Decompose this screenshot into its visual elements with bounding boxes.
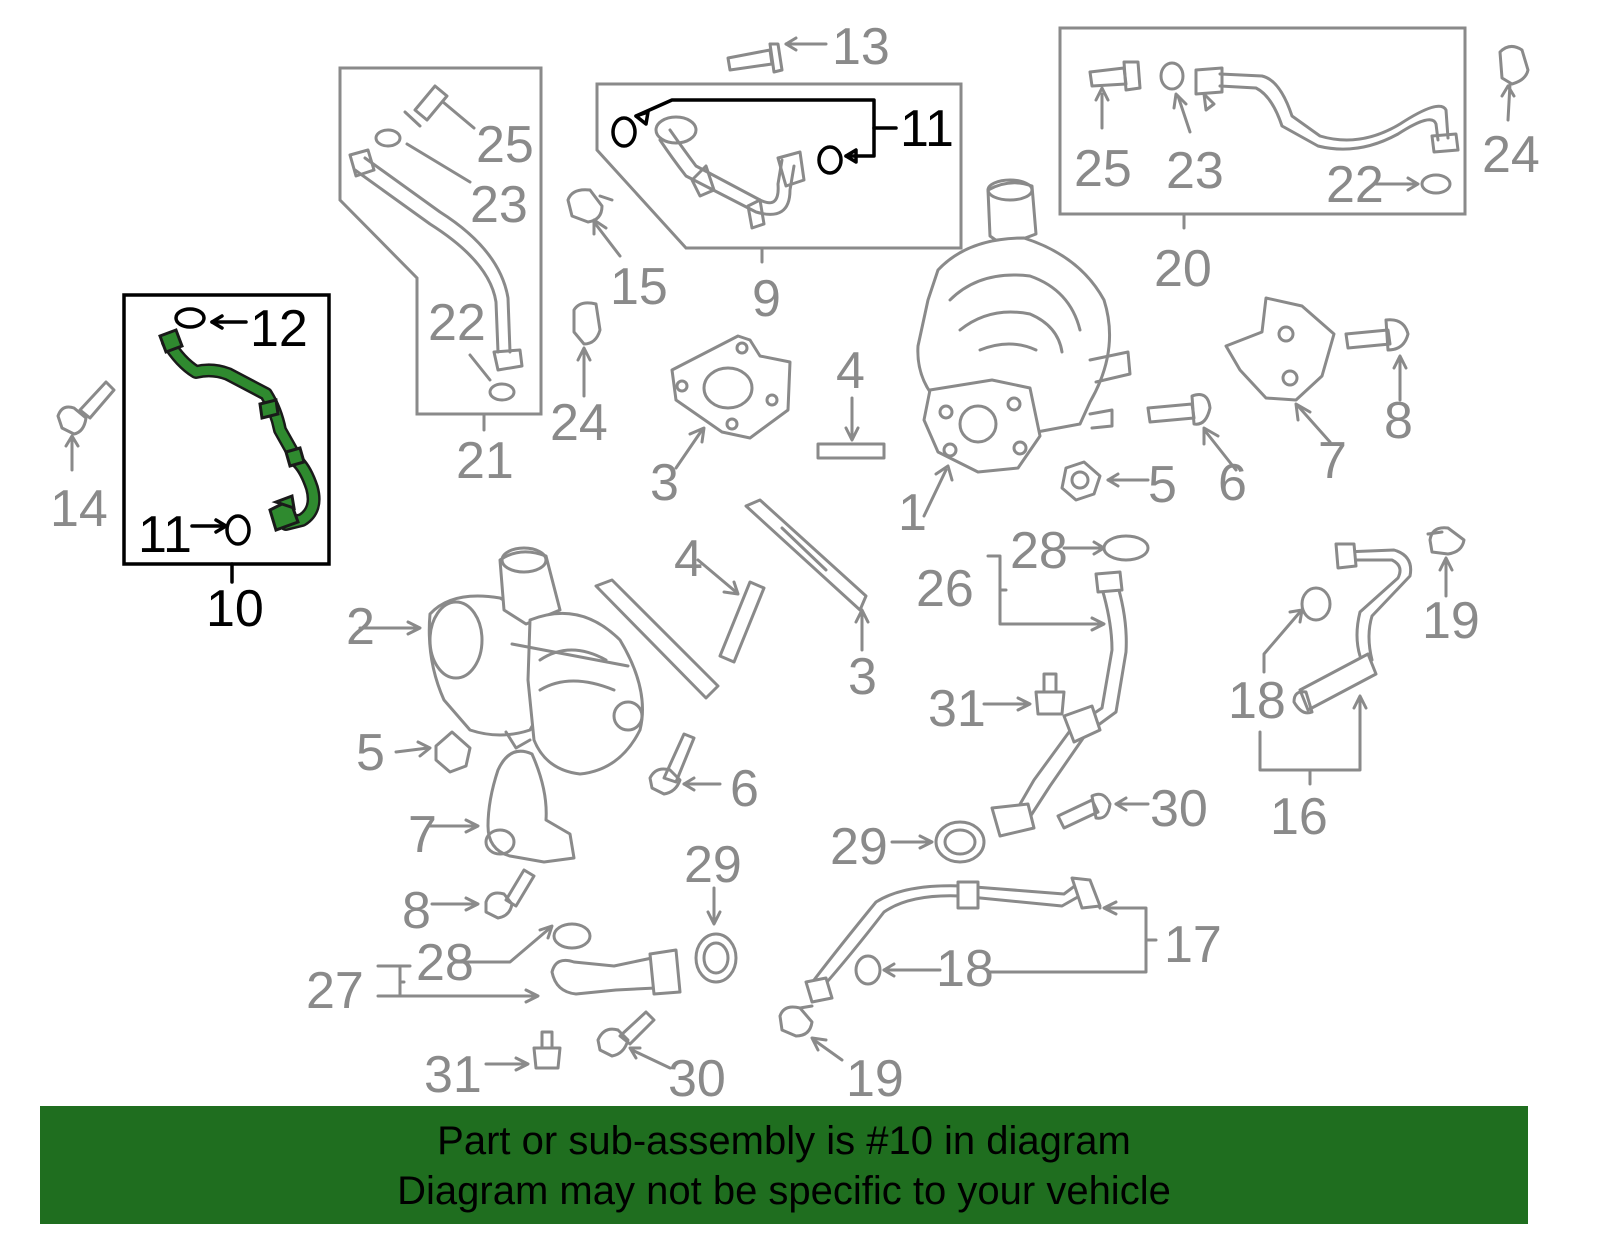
callout-4-b: 4 <box>674 530 703 588</box>
part-15 <box>566 188 622 258</box>
callout-20: 20 <box>1154 240 1212 298</box>
callout-7-b: 7 <box>408 806 437 864</box>
callout-27: 27 <box>306 962 364 1020</box>
notice-banner: Part or sub-assembly is #10 in diagram D… <box>40 1106 1528 1224</box>
callout-2: 2 <box>346 598 375 656</box>
callout-1: 1 <box>898 484 927 542</box>
callout-18-b: 18 <box>936 940 994 998</box>
nut-5-mid <box>394 730 472 774</box>
callout-29-a: 29 <box>830 818 888 876</box>
bolt-19-bottom <box>778 1004 844 1062</box>
callout-21: 21 <box>456 432 514 490</box>
bolt-8-top <box>1344 318 1410 402</box>
pipe-26 <box>986 534 1150 838</box>
callout-30-b: 30 <box>668 1050 726 1108</box>
callout-25-right: 25 <box>1074 140 1132 198</box>
callout-29-b: 29 <box>684 836 742 894</box>
callout-7-a: 7 <box>1318 432 1347 490</box>
stud-31-bottom <box>484 1030 562 1072</box>
bolt-30-bottom <box>596 1010 672 1070</box>
callout-11-box: 11 <box>138 506 192 564</box>
bolt-19-right <box>1426 526 1466 598</box>
seal-29-mid <box>890 820 986 864</box>
callout-25-left: 25 <box>476 116 534 174</box>
callout-28-a: 28 <box>1010 522 1068 580</box>
callout-16: 16 <box>1270 788 1328 846</box>
stud-4-top <box>816 396 886 460</box>
callout-11-top: 11 <box>900 100 954 158</box>
part-24-mid <box>572 301 602 398</box>
callout-23-left: 23 <box>470 176 528 234</box>
callout-31-a: 31 <box>928 680 986 738</box>
callout-24-mid: 24 <box>550 394 608 452</box>
callout-9: 9 <box>752 270 781 328</box>
callout-8-b: 8 <box>402 882 431 940</box>
callout-19-a: 19 <box>1422 592 1480 650</box>
bolt-8-mid <box>430 868 536 920</box>
callout-5-b: 5 <box>356 724 385 782</box>
stud-31-mid <box>982 672 1066 716</box>
notice-line-1: Part or sub-assembly is #10 in diagram <box>437 1119 1131 1163</box>
callout-10: 10 <box>206 580 264 638</box>
kit-box-21 <box>338 66 543 432</box>
bolt-6-top <box>1146 393 1238 472</box>
part-24-top-right <box>1498 45 1530 122</box>
callout-24-right: 24 <box>1482 126 1540 184</box>
callout-30-a: 30 <box>1150 780 1208 838</box>
callout-19-b: 19 <box>846 1050 904 1108</box>
callout-28-b: 28 <box>416 934 474 992</box>
callout-3-a: 3 <box>650 454 679 512</box>
bolt-30-mid <box>1056 792 1150 830</box>
bolt-6-mid <box>648 732 722 796</box>
callout-17: 17 <box>1164 916 1222 974</box>
stud-4-mid <box>696 558 766 664</box>
kit-box-10 <box>122 293 331 584</box>
notice-line-2: Diagram may not be specific to your vehi… <box>397 1169 1171 1213</box>
callout-12: 12 <box>250 300 308 358</box>
callout-31-b: 31 <box>424 1046 482 1104</box>
kit-box-20 <box>1058 26 1467 230</box>
gasket-3-mid <box>744 498 870 652</box>
callout-22-left: 22 <box>428 294 486 352</box>
bolt-14 <box>56 380 116 472</box>
callout-4-a: 4 <box>836 342 865 400</box>
pipe-27 <box>376 922 682 1004</box>
turbo-2 <box>358 546 720 776</box>
seal-29-left <box>694 886 738 984</box>
callout-15: 15 <box>610 258 668 316</box>
kit-box-9 <box>595 82 963 264</box>
callout-6-b: 6 <box>730 760 759 818</box>
callout-5-a: 5 <box>1148 456 1177 514</box>
callout-18-a: 18 <box>1228 672 1286 730</box>
bolt-13 <box>726 36 828 74</box>
callout-14: 14 <box>50 480 108 538</box>
callout-labels: 13 11 9 25 23 22 21 25 23 22 20 24 12 11… <box>50 18 1540 1108</box>
bracket-7-top <box>1224 296 1336 444</box>
elbow-7-mid <box>426 749 576 864</box>
pipe-17 <box>804 876 1158 1004</box>
callout-6-a: 6 <box>1218 454 1247 512</box>
callout-8-a: 8 <box>1384 392 1413 450</box>
turbo-1 <box>916 178 1132 518</box>
callout-23-right: 23 <box>1166 142 1224 200</box>
callout-13: 13 <box>832 18 890 76</box>
pipe-16 <box>1258 542 1413 786</box>
callout-26: 26 <box>916 560 974 618</box>
gasket-3-top <box>670 334 792 470</box>
nut-5-top <box>1060 460 1150 502</box>
callout-22-right: 22 <box>1326 156 1384 214</box>
callout-3-b: 3 <box>848 648 877 706</box>
